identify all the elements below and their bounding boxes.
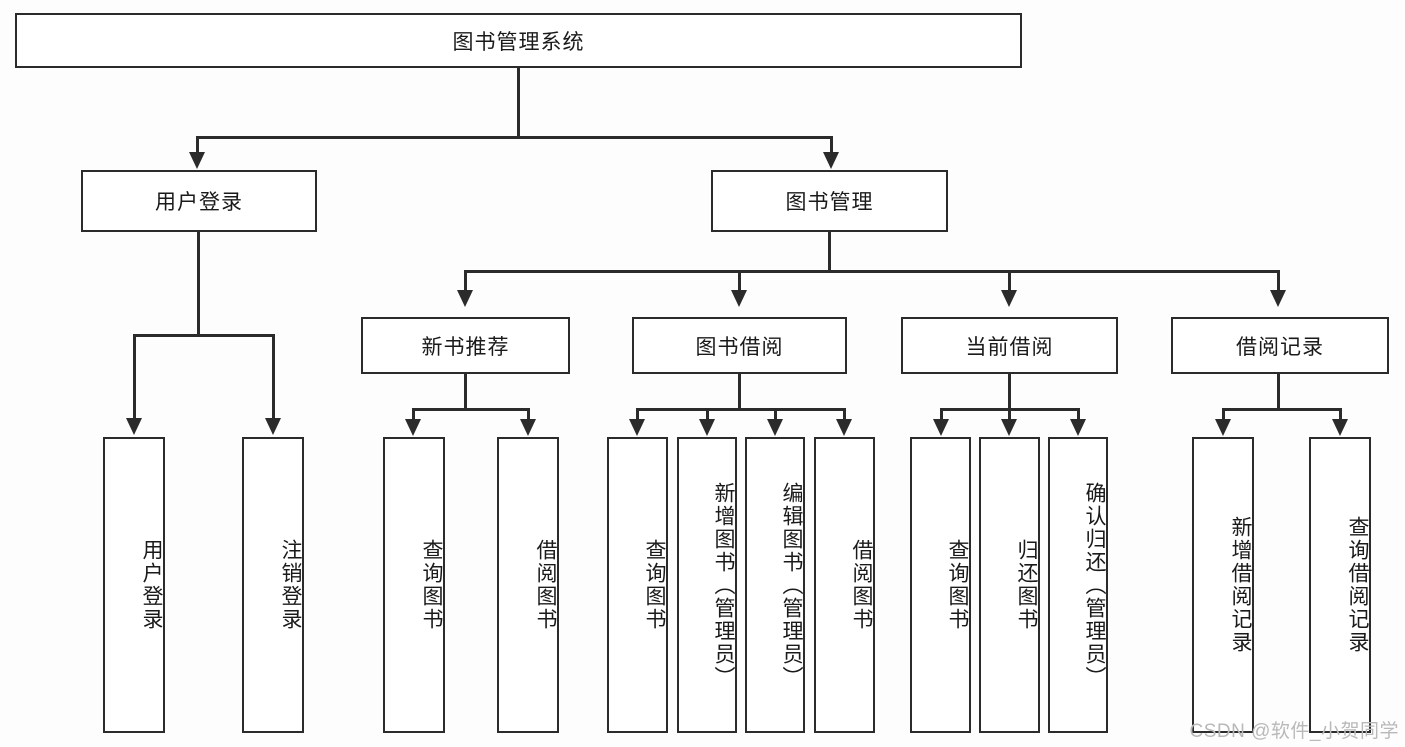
connector-borrow-bus [636, 408, 845, 411]
leaf-records-query-record-label: 查询借阅记录 [1346, 516, 1369, 654]
arrow-records-to-leaf1 [1215, 419, 1231, 436]
node-book-management[interactable]: 图书管理 [711, 170, 948, 232]
leaf-current-return-book-label: 归还图书 [1015, 539, 1038, 631]
leaf-current-confirm-return-admin-label: 确认归还（管理员） [1083, 481, 1106, 689]
leaf-current-confirm-return-admin[interactable]: 确认归还（管理员） [1048, 437, 1108, 733]
arrow-borrow-to-leaf1 [629, 419, 645, 436]
arrow-root-to-login [189, 152, 205, 169]
node-borrow-records-label: 借阅记录 [1236, 335, 1324, 359]
arrow-newbooks-to-leaf2 [520, 419, 536, 436]
arrow-borrow-to-leaf2 [699, 419, 715, 436]
leaf-logout[interactable]: 注销登录 [242, 437, 304, 733]
connector-borrow-to-leaf1 [636, 408, 639, 421]
leaf-records-add-record-label: 新增借阅记录 [1229, 516, 1252, 654]
arrow-bookmgmt-to-current [1001, 290, 1017, 307]
connector-login-to-leaf1 [133, 334, 136, 420]
connector-current-to-leaf3 [1077, 408, 1080, 421]
arrow-root-to-bookmgmt [823, 152, 839, 169]
connector-login-bus [133, 334, 275, 337]
connector-root-bus [196, 136, 833, 139]
node-current-borrow[interactable]: 当前借阅 [901, 317, 1118, 374]
connector-bookmgmt-stem [828, 232, 831, 272]
arrow-current-to-leaf2 [1001, 419, 1017, 436]
connector-login-stem [197, 232, 200, 336]
node-new-book-recommend-label: 新书推荐 [421, 335, 510, 359]
leaf-logout-label: 注销登录 [279, 539, 302, 631]
node-book-borrow-label: 图书借阅 [695, 335, 784, 359]
leaf-current-query-book-label: 查询图书 [946, 539, 969, 631]
connector-borrow-to-leaf4 [843, 408, 846, 421]
arrow-login-to-leaf1 [126, 418, 142, 435]
leaf-newbooks-query-book[interactable]: 查询图书 [383, 437, 445, 733]
connector-newbooks-to-leaf2 [527, 408, 530, 421]
leaf-borrow-query-book[interactable]: 查询图书 [607, 437, 668, 733]
leaf-borrow-borrow-book-label: 借阅图书 [850, 539, 873, 631]
connector-newbooks-to-leaf1 [412, 408, 415, 421]
node-root[interactable]: 图书管理系统 [15, 13, 1022, 68]
connector-records-to-leaf2 [1339, 408, 1342, 421]
connector-bookmgmt-to-newbooks [464, 270, 467, 292]
arrow-bookmgmt-to-records [1270, 290, 1286, 307]
leaf-borrow-add-book-admin-label: 新增图书（管理员） [712, 481, 735, 689]
connector-root-to-login [196, 136, 199, 154]
leaf-newbooks-borrow-book[interactable]: 借阅图书 [497, 437, 559, 733]
node-root-label: 图书管理系统 [452, 30, 585, 54]
connector-bookmgmt-to-borrow [738, 270, 741, 292]
leaf-newbooks-borrow-book-label: 借阅图书 [534, 539, 557, 631]
connector-login-to-leaf2 [272, 334, 275, 420]
connector-newbooks-stem [464, 374, 467, 410]
leaf-records-add-record[interactable]: 新增借阅记录 [1192, 437, 1254, 733]
connector-root-to-bookmgmt [830, 136, 833, 154]
connector-root-stem [517, 68, 520, 138]
connector-borrow-stem [738, 374, 741, 410]
node-book-management-label: 图书管理 [785, 191, 874, 214]
leaf-user-login-label: 用户登录 [140, 539, 163, 631]
connector-borrow-to-leaf3 [774, 408, 777, 421]
leaf-borrow-edit-book-admin[interactable]: 编辑图书（管理员） [745, 437, 805, 733]
leaf-current-query-book[interactable]: 查询图书 [910, 437, 971, 733]
connector-bookmgmt-to-records [1277, 270, 1280, 292]
node-new-book-recommend[interactable]: 新书推荐 [361, 317, 570, 374]
arrow-borrow-to-leaf4 [836, 419, 852, 436]
leaf-borrow-query-book-label: 查询图书 [643, 539, 666, 631]
leaf-current-return-book[interactable]: 归还图书 [979, 437, 1040, 733]
connector-borrow-to-leaf2 [706, 408, 709, 421]
node-book-borrow[interactable]: 图书借阅 [632, 317, 847, 374]
connector-bookmgmt-to-current [1008, 270, 1011, 292]
arrow-newbooks-to-leaf1 [405, 419, 421, 436]
connector-records-bus [1222, 408, 1342, 411]
connector-bookmgmt-bus [464, 270, 1280, 273]
leaf-borrow-edit-book-admin-label: 编辑图书（管理员） [780, 481, 803, 689]
node-user-login[interactable]: 用户登录 [81, 170, 317, 232]
arrow-borrow-to-leaf3 [767, 419, 783, 436]
connector-records-to-leaf1 [1222, 408, 1225, 421]
arrow-bookmgmt-to-borrow [731, 290, 747, 307]
arrow-current-to-leaf3 [1070, 419, 1086, 436]
node-current-borrow-label: 当前借阅 [965, 335, 1054, 359]
connector-current-stem [1008, 374, 1011, 410]
arrow-current-to-leaf1 [933, 419, 949, 436]
leaf-borrow-add-book-admin[interactable]: 新增图书（管理员） [677, 437, 737, 733]
node-user-login-label: 用户登录 [155, 191, 243, 214]
connector-records-stem [1277, 374, 1280, 410]
arrow-login-to-leaf2 [265, 418, 281, 435]
leaf-records-query-record[interactable]: 查询借阅记录 [1309, 437, 1371, 733]
arrow-records-to-leaf2 [1332, 419, 1348, 436]
connector-newbooks-bus [412, 408, 530, 411]
arrow-bookmgmt-to-newbooks [457, 290, 473, 307]
node-borrow-records[interactable]: 借阅记录 [1171, 317, 1389, 374]
leaf-user-login[interactable]: 用户登录 [103, 437, 165, 733]
connector-current-to-leaf2 [1008, 408, 1011, 421]
leaf-newbooks-query-book-label: 查询图书 [420, 539, 443, 631]
leaf-borrow-borrow-book[interactable]: 借阅图书 [814, 437, 875, 733]
connector-current-to-leaf1 [940, 408, 943, 421]
